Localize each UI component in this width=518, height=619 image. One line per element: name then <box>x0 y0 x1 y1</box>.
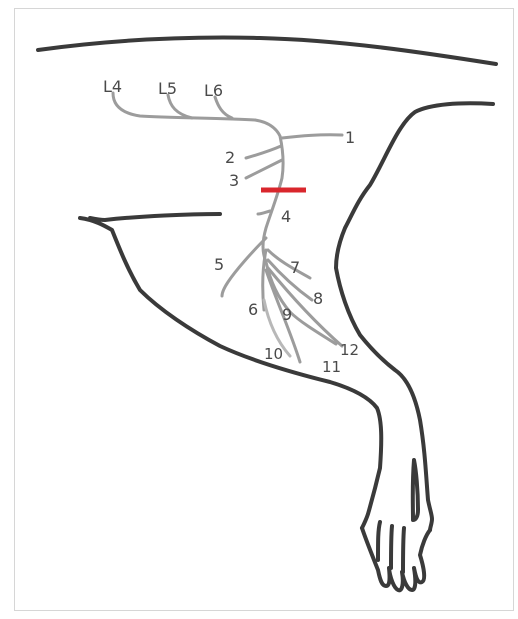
label-l5: L5 <box>158 79 177 98</box>
label-branch-12: 12 <box>340 341 359 359</box>
toe-line-2 <box>391 526 392 568</box>
label-l6: L6 <box>204 81 223 100</box>
label-branch-1: 1 <box>345 128 355 147</box>
toe-line-1 <box>378 522 380 560</box>
back-outline <box>38 38 496 65</box>
label-branch-6: 6 <box>248 300 258 319</box>
label-branch-5: 5 <box>214 255 224 274</box>
root-l5-nerve <box>168 95 192 118</box>
toe-line-3 <box>403 528 404 572</box>
branch-5-nerve <box>222 238 266 296</box>
label-branch-8: 8 <box>313 289 323 308</box>
branch-3-nerve <box>246 160 282 178</box>
label-branch-11: 11 <box>322 358 341 376</box>
branch-1-nerve <box>282 135 342 138</box>
label-branch-10: 10 <box>264 345 283 363</box>
dewclaw-outline <box>413 460 418 520</box>
label-l4: L4 <box>103 77 122 96</box>
paw-outline <box>362 528 430 590</box>
branch-4-nerve <box>258 211 270 214</box>
root-l6-nerve <box>215 97 232 118</box>
label-branch-7: 7 <box>290 258 300 277</box>
label-branch-3: 3 <box>229 171 239 190</box>
label-branch-4: 4 <box>281 207 291 226</box>
label-branch-2: 2 <box>225 148 235 167</box>
branch-2-nerve <box>246 146 281 158</box>
label-branch-9: 9 <box>282 305 292 324</box>
